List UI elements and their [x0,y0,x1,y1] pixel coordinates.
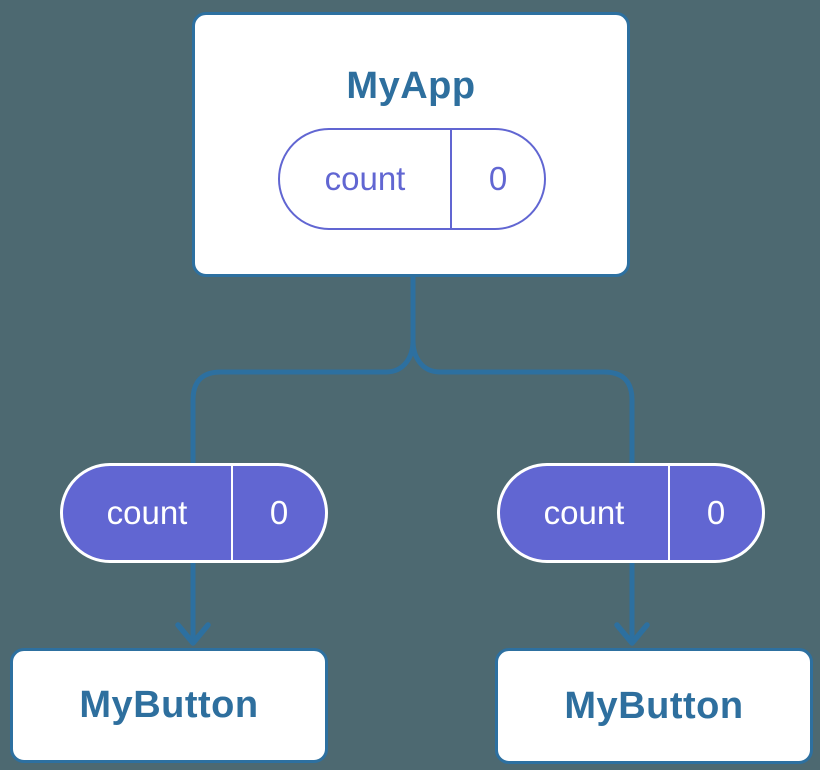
prop-name: count [106,494,188,531]
node-title: MyButton [564,684,744,727]
pill-divider [668,466,670,560]
pill-divider [231,466,233,560]
connector-left-branch [190,277,416,640]
arrow-down-icon [614,622,650,646]
prop-pill-left: count 0 [60,463,328,563]
pill-divider [450,130,452,228]
prop-value: 0 [706,494,726,531]
arrow-down-icon [175,622,211,646]
state-name: count [324,160,406,197]
node-myapp: MyApp count 0 [192,12,630,277]
prop-name: count [543,494,625,531]
node-title: MyApp [346,65,476,107]
connector-right-branch [410,277,635,640]
state-value: 0 [488,160,508,197]
state-pill: count 0 [278,128,546,230]
node-title: MyButton [79,684,259,726]
prop-pill-right: count 0 [497,463,765,563]
node-mybutton-left: MyButton [10,648,328,763]
prop-value: 0 [269,494,289,531]
node-mybutton-right: MyButton [495,648,813,764]
